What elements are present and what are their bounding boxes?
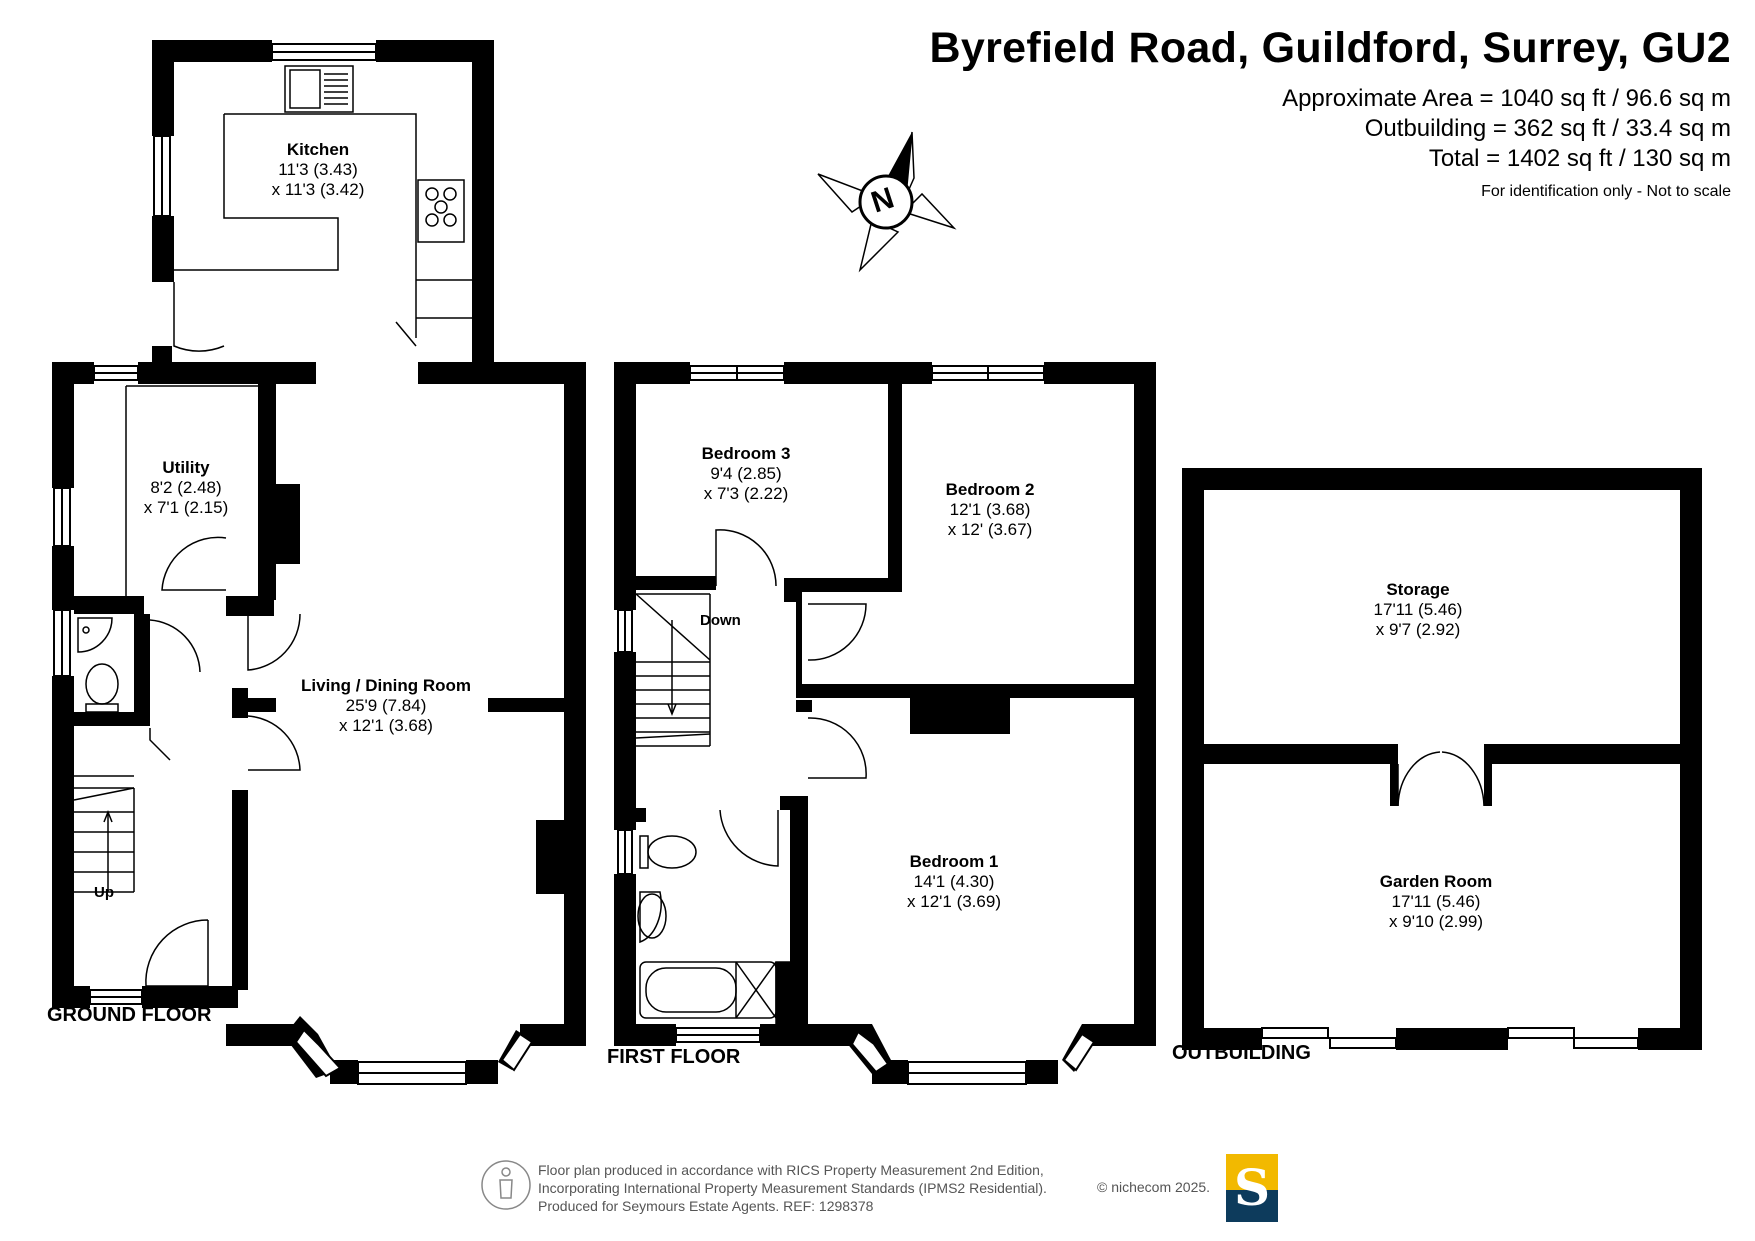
outbuilding-walls (1182, 468, 1702, 1050)
room-dim-1: 11'3 (3.43) (278, 160, 358, 179)
room-dim-2: x 9'10 (2.99) (1389, 912, 1483, 931)
outbuilding-area: Outbuilding = 362 sq ft / 33.4 sq m (1364, 115, 1731, 142)
room-dim-2: x 7'1 (2.15) (143, 498, 229, 517)
total-area: Total = 1402 sq ft / 130 sq m (1428, 145, 1731, 172)
first-floor-walls (614, 362, 1156, 1046)
ground-wc-fittings (77, 617, 119, 713)
property-title: Byrefield Road, Guildford, Surrey, GU2 (929, 24, 1731, 72)
room-dim-1: 14'1 (4.30) (913, 872, 995, 891)
footer-line-3: Produced for Seymours Estate Agents. REF… (538, 1198, 874, 1214)
outbuilding-windows (1261, 1027, 1639, 1049)
room-dim-1: 12'1 (3.68) (949, 500, 1031, 519)
room-utility: Utility 8'2 (2.48) x 7'1 (2.15) (144, 458, 229, 518)
room-dim-1: 17'11 (5.46) (1391, 892, 1481, 911)
first-floor-doors (715, 529, 867, 867)
room-bedroom-1: Bedroom 1 14'1 (4.30) x 12'1 (3.69) (907, 852, 1001, 912)
logo-letter: S (1233, 1158, 1271, 1217)
room-name: Bedroom 3 (701, 444, 791, 463)
ground-floor-label: GROUND FLOOR (47, 1004, 212, 1026)
copyright-text: © nichecom 2025. (1097, 1179, 1211, 1195)
room-name: Garden Room (1379, 872, 1493, 891)
outbuilding-label: OUTBUILDING (1172, 1042, 1311, 1064)
living-room-bay-window (284, 1016, 534, 1085)
room-storage: Storage 17'11 (5.46) x 9'7 (2.92) (1374, 580, 1463, 640)
room-dim-2: x 11'3 (3.42) (271, 180, 365, 199)
room-bedroom-2: Bedroom 2 12'1 (3.68) x 12' (3.67) (946, 480, 1035, 540)
kitchen-fittings (174, 65, 472, 338)
ground-floor-stairs (73, 775, 135, 893)
room-name: Bedroom 1 (909, 852, 999, 871)
ground-floor-doors (125, 282, 417, 987)
scale-disclaimer: For identification only - Not to scale (1481, 183, 1731, 200)
room-dim-2: x 9'7 (2.92) (1375, 620, 1461, 639)
room-name: Utility (162, 458, 210, 477)
footer-note: Floor plan produced in accordance with R… (538, 1161, 1047, 1215)
first-floor-windows (617, 365, 1045, 1043)
room-kitchen: Kitchen 11'3 (3.43) x 11'3 (3.42) (272, 140, 365, 200)
first-floor-bathroom-fittings (637, 835, 795, 1025)
room-dim-1: 17'11 (5.46) (1373, 600, 1463, 619)
room-garden-room: Garden Room 17'11 (5.46) x 9'10 (2.99) (1380, 872, 1492, 932)
first-floor-stairs (635, 593, 711, 747)
outbuilding-double-door (1397, 751, 1485, 807)
room-dim-1: 8'2 (2.48) (150, 478, 222, 497)
room-dim-2: x 12'1 (3.68) (339, 716, 433, 735)
room-name: Storage (1386, 580, 1450, 599)
logo-top-band (1226, 1154, 1278, 1190)
room-dim-1: 25'9 (7.84) (345, 696, 427, 715)
room-name: Kitchen (286, 140, 350, 159)
agent-logo: S (1226, 1154, 1278, 1222)
room-dim-2: x 12' (3.67) (947, 520, 1033, 539)
room-dim-2: x 7'3 (2.22) (703, 484, 789, 503)
first-floor-label: FIRST FLOOR (607, 1046, 741, 1068)
room-name: Living / Dining Room (301, 676, 471, 695)
footer-line-2: Incorporating International Property Mea… (538, 1180, 1047, 1196)
stairs-down-label: Down (700, 612, 741, 629)
ground-floor-walls (52, 40, 586, 1046)
logo-bottom-band (1226, 1190, 1278, 1222)
footer-line-1: Floor plan produced in accordance with R… (538, 1162, 1044, 1178)
room-bedroom-3: Bedroom 3 9'4 (2.85) x 7'3 (2.22) (702, 444, 791, 504)
room-name: Bedroom 2 (945, 480, 1035, 499)
room-dim-1: 9'4 (2.85) (710, 464, 782, 483)
person-icon (481, 1160, 531, 1210)
room-dim-2: x 12'1 (3.69) (907, 892, 1001, 911)
stairs-up-label: Up (94, 884, 114, 901)
ground-floor-windows (53, 43, 377, 1005)
approximate-area: Approximate Area = 1040 sq ft / 96.6 sq … (1282, 85, 1731, 112)
compass-icon (817, 131, 957, 273)
bedroom-1-bay-window (846, 1024, 1098, 1085)
room-living-dining: Living / Dining Room 25'9 (7.84) x 12'1 … (301, 676, 471, 736)
